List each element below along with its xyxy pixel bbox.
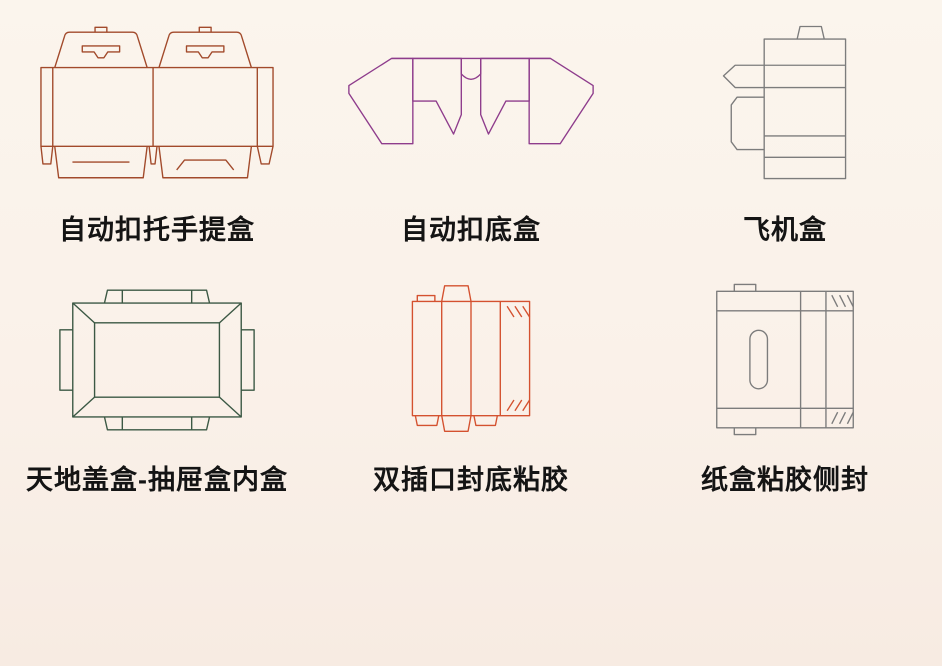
auto-lock-bottom-box-dieline-icon bbox=[335, 4, 607, 204]
glued-side-seal-box-dieline-icon bbox=[707, 266, 863, 454]
box-type-label: 自动扣托手提盒 bbox=[59, 215, 255, 245]
airplane-box-dieline-icon bbox=[708, 4, 863, 204]
dieline-card: 纸盒粘胶侧封 bbox=[628, 266, 942, 514]
dieline-card: 天地盖盒-抽屉盒内盒 bbox=[0, 266, 314, 514]
box-type-label: 天地盖盒-抽屉盒内盒 bbox=[26, 465, 288, 495]
box-type-label: 双插口封底粘胶 bbox=[373, 465, 569, 495]
dieline-card: 自动扣底盒 bbox=[314, 4, 628, 266]
tote-handle-box-dieline-icon bbox=[39, 4, 275, 204]
dieline-gallery: 自动扣托手提盒 自动扣底盒 bbox=[0, 4, 942, 514]
lid-and-base-tray-dieline-icon bbox=[48, 266, 266, 454]
box-type-label: 飞机盒 bbox=[743, 215, 827, 245]
dieline-card: 自动扣托手提盒 bbox=[0, 4, 314, 266]
tuck-end-glued-bottom-dieline-icon bbox=[397, 266, 545, 454]
box-type-label: 纸盒粘胶侧封 bbox=[701, 465, 869, 495]
dieline-card: 双插口封底粘胶 bbox=[314, 266, 628, 514]
dieline-card: 飞机盒 bbox=[628, 4, 942, 266]
box-type-label: 自动扣底盒 bbox=[401, 215, 541, 245]
